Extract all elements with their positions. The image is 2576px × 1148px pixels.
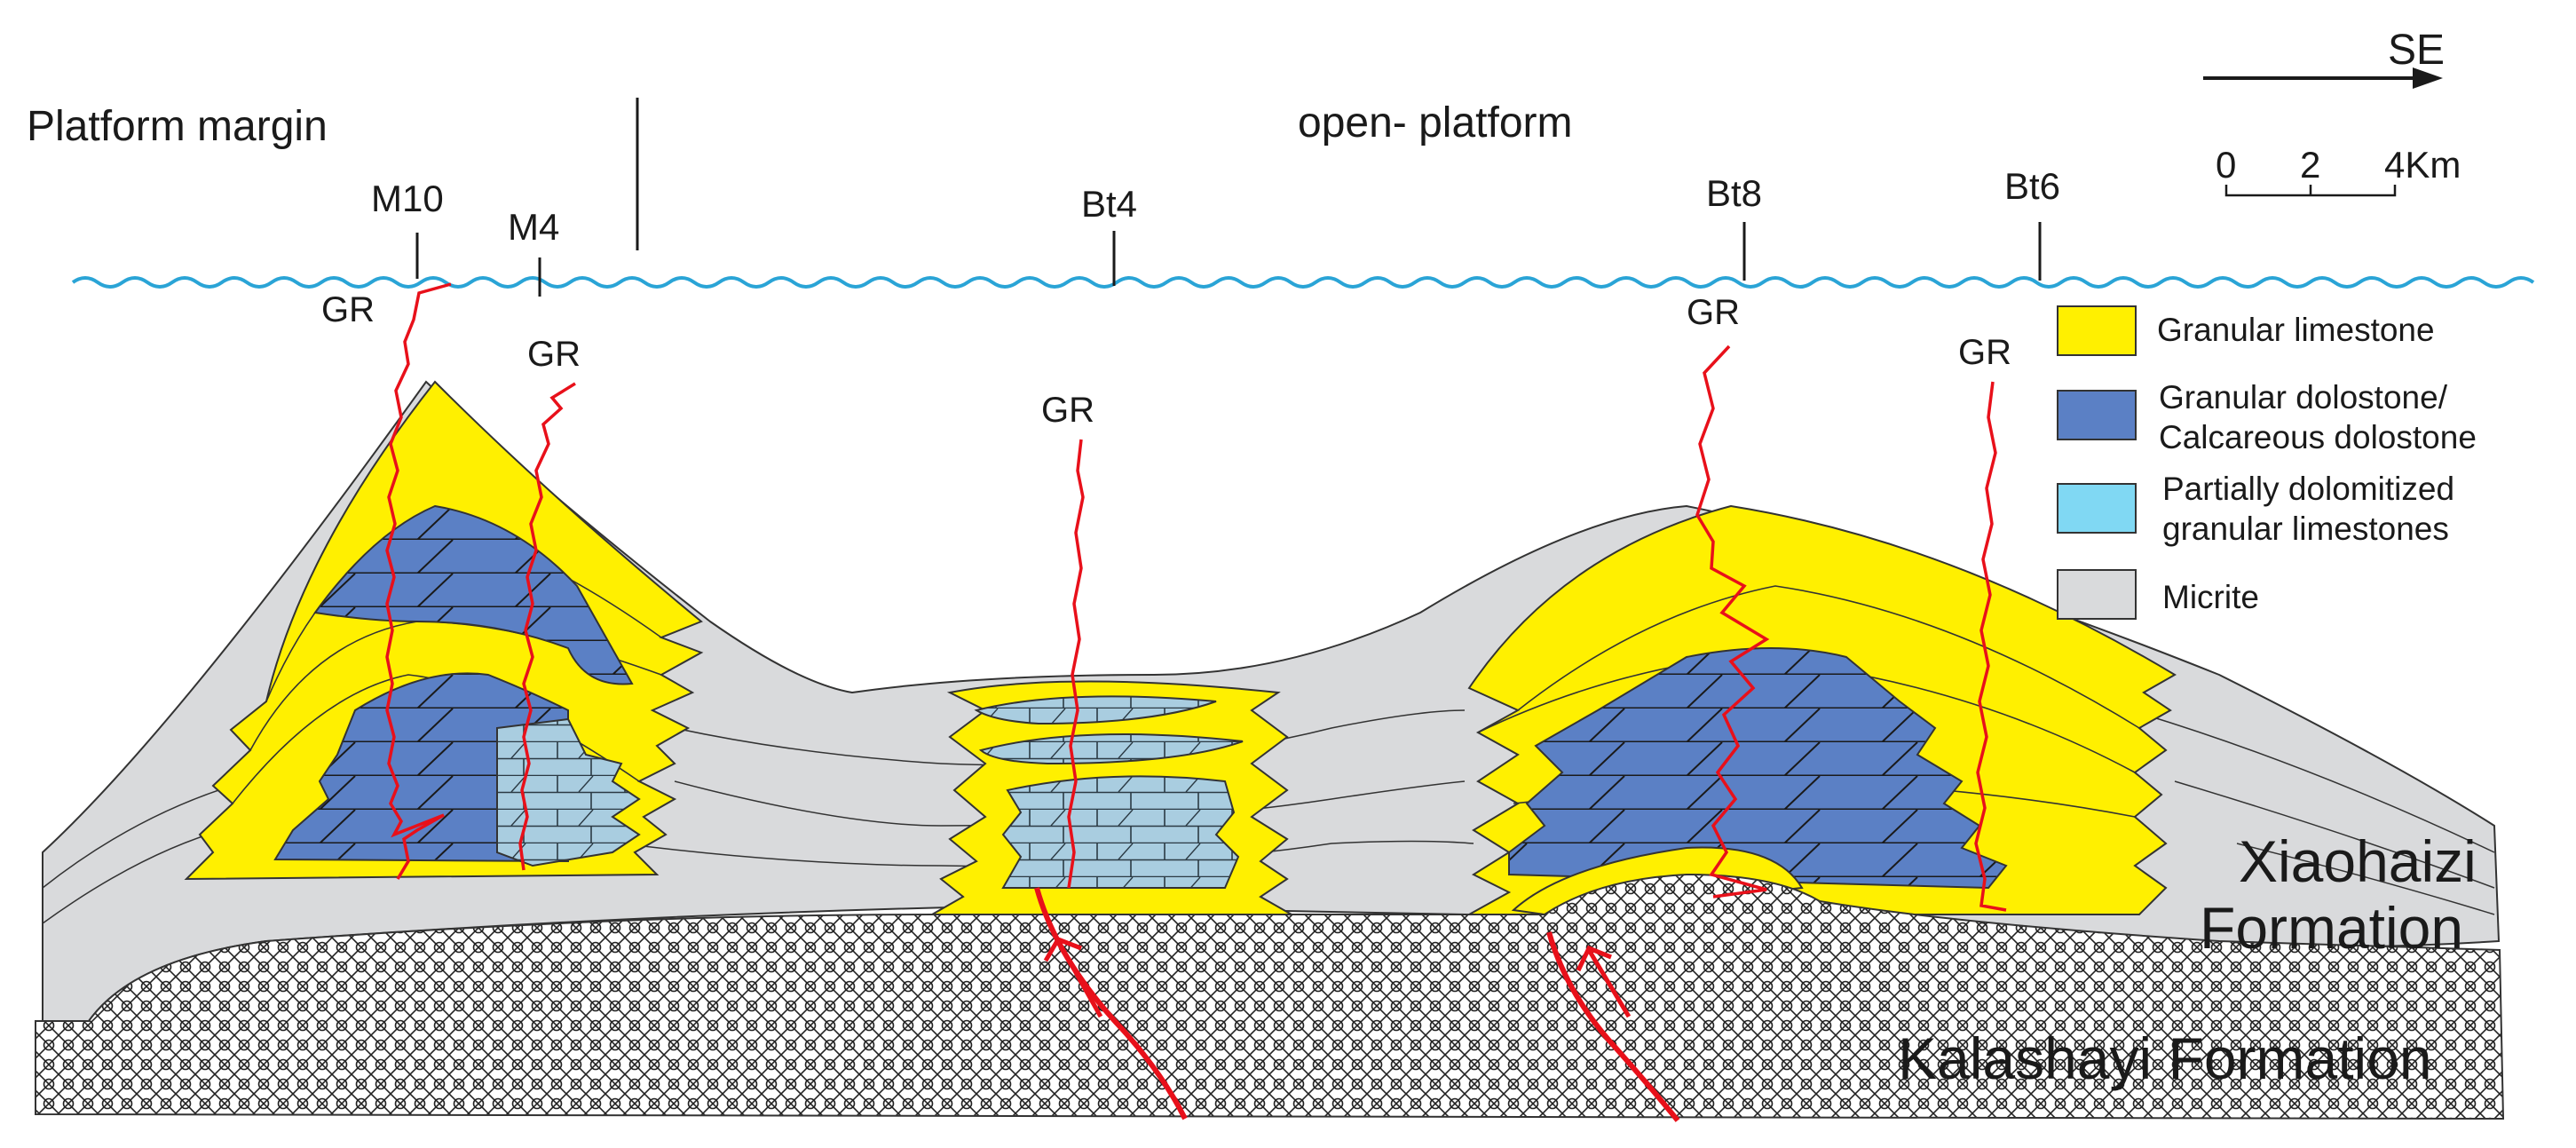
middle-lens-1 — [974, 695, 1217, 725]
legend-label-micrite: Micrite — [2162, 579, 2259, 615]
legend-label-granular-dolostone-2: Calcareous dolostone — [2159, 419, 2477, 455]
formation-kalashayi: Kalashayi Formation — [1898, 1025, 2432, 1091]
gr-label-bt6: GR — [1958, 333, 2011, 372]
scale-tick-4km: 4Km — [2384, 144, 2461, 186]
well-label-bt6: Bt6 — [2004, 165, 2060, 207]
direction-arrow-icon — [2413, 67, 2443, 89]
gr-log-bt4 — [1067, 439, 1085, 889]
left-mound-partial-block — [496, 717, 641, 867]
middle-lens-2 — [978, 733, 1244, 765]
formation-xiaohaizi-line1: Xiaohaizi — [2239, 828, 2477, 894]
gr-label-bt8: GR — [1687, 293, 1740, 332]
sea-level-line — [71, 276, 2535, 289]
fault-right — [1546, 931, 1680, 1122]
legend-swatch-granular-limestone — [2057, 305, 2137, 356]
kalashayi-basement — [35, 873, 2505, 1120]
formation-xiaohaizi-line2: Formation — [2200, 895, 2463, 961]
fault-left — [1034, 887, 1188, 1120]
legend-label-granular-dolostone-1: Granular dolostone/ — [2159, 379, 2448, 416]
well-label-m4: M4 — [508, 206, 559, 248]
gr-log-bt8 — [1695, 344, 1770, 899]
well-label-m10: M10 — [371, 178, 444, 219]
legend-swatch-partially-dolomitized — [2057, 483, 2137, 534]
scale-tick-0: 0 — [2216, 144, 2236, 186]
legend-label-partially-dolomitized-2: granular limestones — [2162, 511, 2449, 547]
left-mound-dolostone-upper — [313, 504, 634, 685]
legend-swatch-micrite — [2057, 569, 2137, 620]
legend-swatch-granular-dolostone — [2057, 390, 2137, 440]
platform-margin-label: Platform margin — [27, 103, 328, 150]
scale-tick-2: 2 — [2300, 144, 2320, 186]
left-mound-dolostone-lower — [273, 672, 569, 863]
middle-partial-block — [1001, 775, 1240, 889]
gr-label-bt4: GR — [1041, 391, 1094, 430]
legend: Granular limestone Granular dolostone/ C… — [2057, 305, 2477, 620]
right-mound-dolostone — [1508, 647, 2008, 890]
gr-log-m4 — [518, 382, 576, 871]
well-label-bt4: Bt4 — [1081, 183, 1137, 225]
legend-label-granular-limestone: Granular limestone — [2157, 312, 2435, 348]
gr-label-m10: GR — [321, 290, 375, 329]
direction-label: SE — [2388, 27, 2445, 74]
open-platform-label: open- platform — [1298, 99, 1573, 146]
legend-label-partially-dolomitized-1: Partially dolomitized — [2162, 471, 2454, 507]
fault-arrow-left — [1043, 936, 1103, 1018]
gr-log-bt6 — [1974, 381, 2007, 912]
gr-label-m4: GR — [527, 335, 581, 374]
well-label-bt8: Bt8 — [1706, 172, 1762, 214]
scale-bar: 0 2 4Km — [2216, 144, 2461, 197]
gr-log-m10 — [385, 282, 452, 880]
fault-arrow-right — [1576, 945, 1632, 1018]
